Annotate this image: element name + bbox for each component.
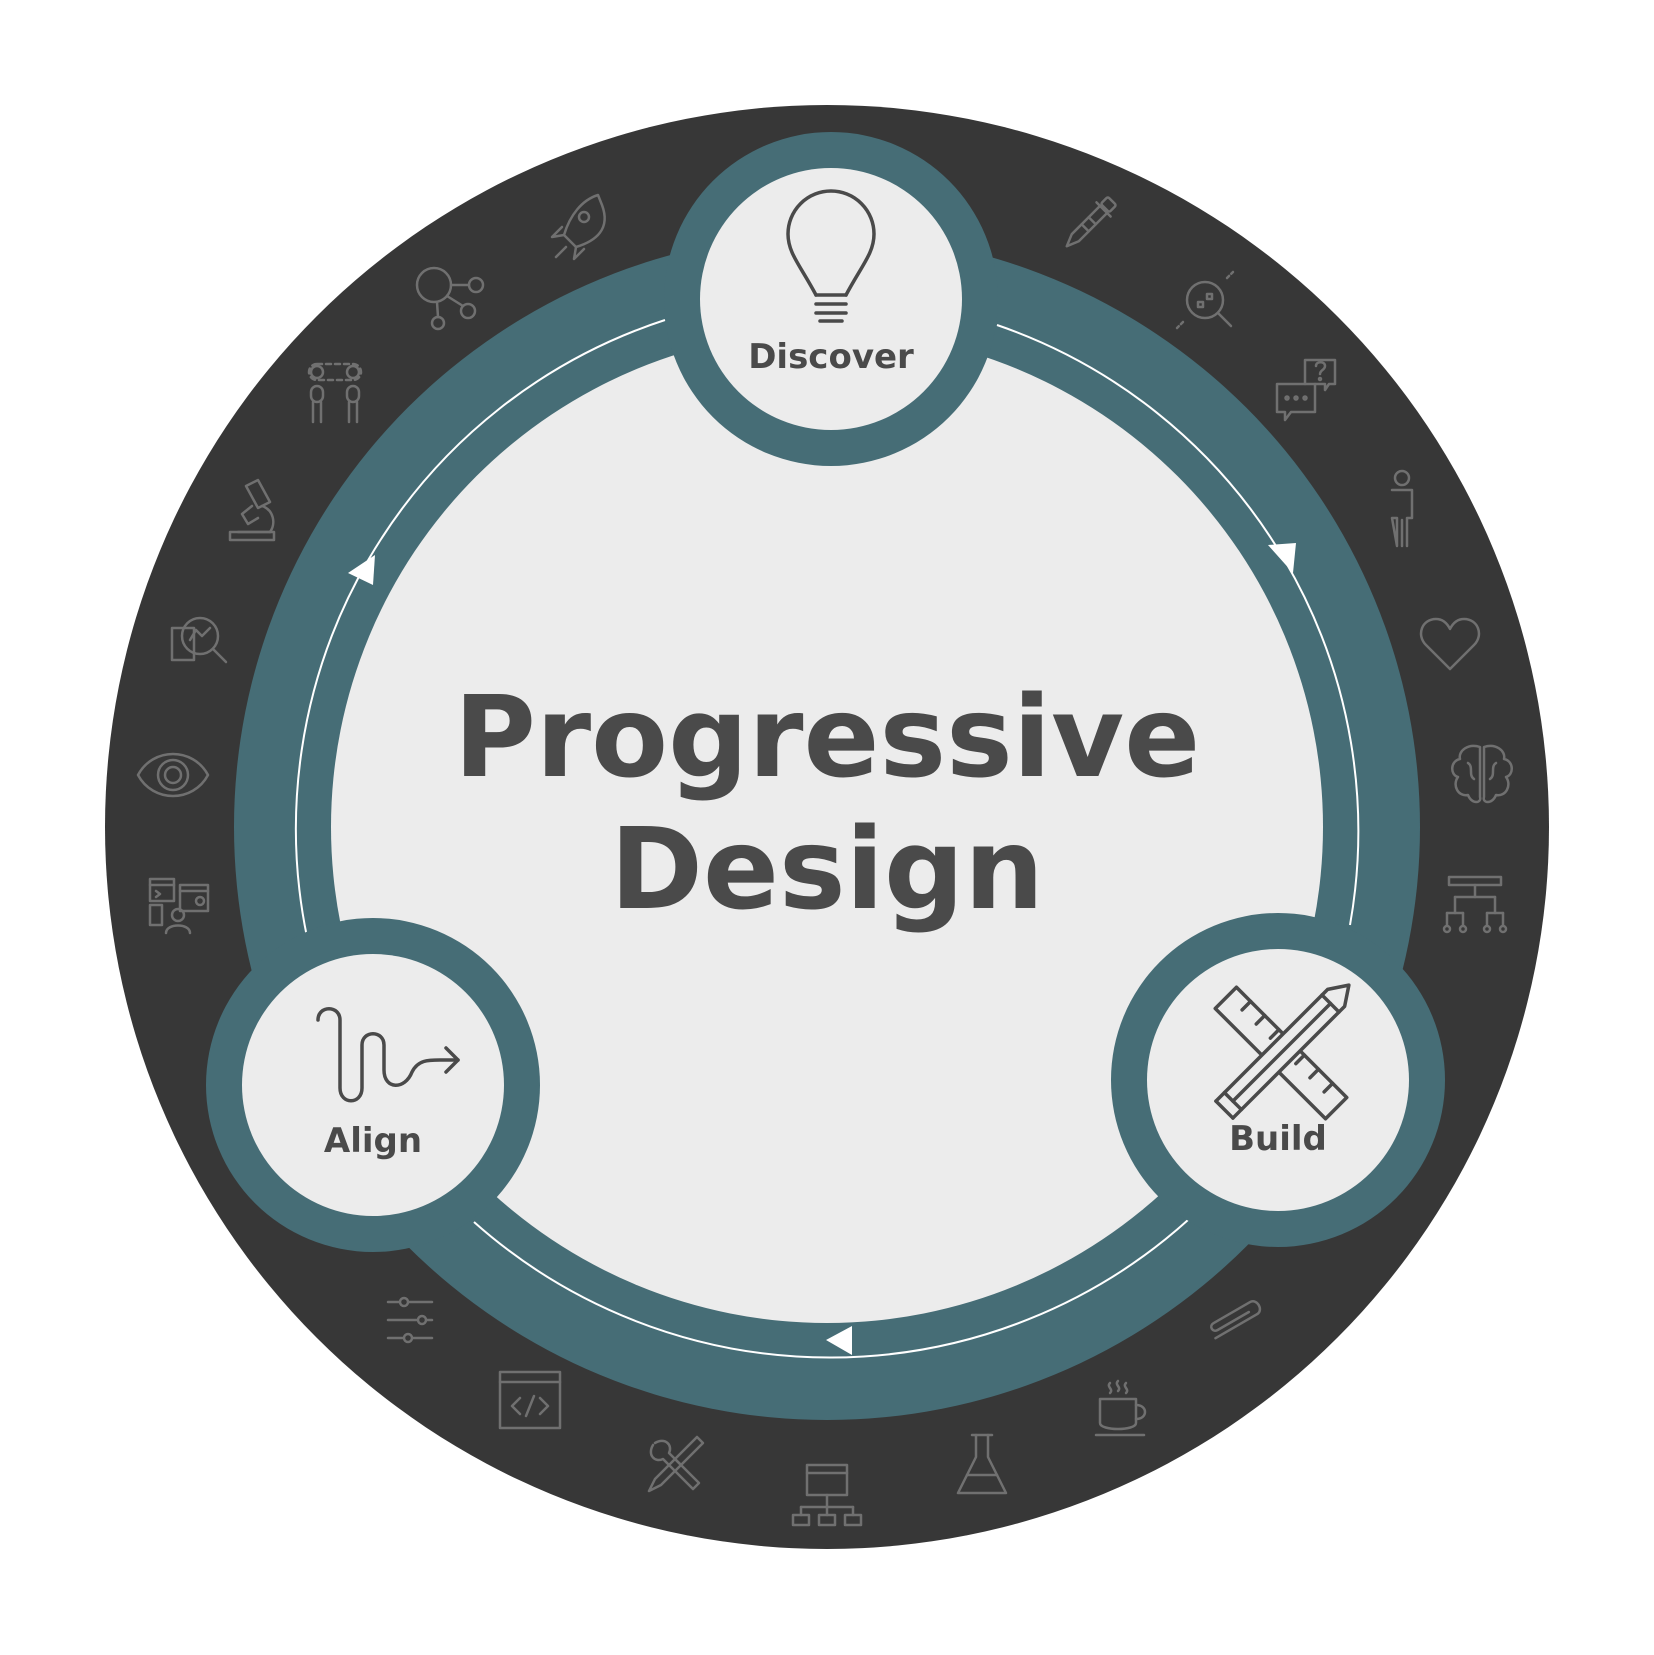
heart-icon [1419,617,1481,671]
brain-icon [1451,744,1513,804]
center-title-line2: Design [610,805,1044,935]
data-search-icon [1175,270,1235,330]
arrowhead-right [1268,543,1296,573]
center-disk [331,331,1323,1323]
pencil-ruler-icon [1213,983,1351,1121]
ring-icons [136,193,1513,1527]
node-discover[interactable]: Discover [664,132,998,466]
center-title-line1: Progressive [454,673,1200,803]
arrowhead-left [348,555,375,585]
rocket-icon [550,193,606,261]
sitemap-icon [791,1463,863,1527]
pipette-icon [1065,196,1117,248]
molecule-icon [415,266,485,331]
cycle-arrowheads [348,543,1296,1355]
node-align[interactable]: Align [206,918,540,1252]
coffee-cup-icon [1094,1379,1147,1437]
node-align-disk [242,954,504,1216]
winding-path-arrow-icon [316,1007,460,1103]
dashboard-user-icon [148,877,210,935]
node-discover-disk [700,168,962,430]
org-chart-icon [1442,875,1508,934]
tools-icon [647,1435,705,1493]
microscope-icon [228,478,276,542]
node-build-label: Build [1229,1119,1327,1159]
analytics-search-icon [170,616,228,664]
node-discover-label: Discover [748,337,914,377]
sliders-icon [386,1296,434,1344]
paperclip-icon [1210,1300,1262,1340]
chat-question-icon [1275,358,1337,422]
person-icon [1390,469,1414,548]
node-build[interactable]: Build [1111,913,1445,1247]
node-align-label: Align [324,1121,422,1161]
code-window-icon [498,1370,562,1430]
arrowhead-bottom [826,1326,852,1355]
lightbulb-icon [786,189,876,323]
user-connection-icon [307,362,363,424]
node-build-disk [1147,949,1409,1211]
flask-icon [956,1433,1008,1495]
eye-icon [136,752,210,798]
arc-build-to-align [473,1219,1189,1359]
